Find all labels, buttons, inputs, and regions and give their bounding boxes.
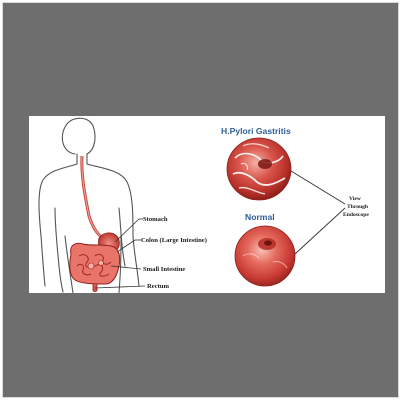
view-caption-line1: View bbox=[349, 196, 362, 202]
gastritis-endoscope-view bbox=[227, 138, 291, 200]
intestines bbox=[70, 243, 120, 291]
gastritis-title: H.Pylori Gastritis bbox=[221, 126, 291, 136]
diagram-panel: Stomach Colon (Large Intestine) Small In… bbox=[29, 116, 385, 293]
view-caption-line3: Endoscope bbox=[343, 212, 369, 218]
label-stomach: Stomach bbox=[143, 216, 168, 223]
view-caption-line2: Through bbox=[347, 204, 369, 210]
label-colon: Colon (Large Intestine) bbox=[141, 237, 207, 244]
normal-endoscope-view bbox=[235, 226, 295, 286]
esophagus bbox=[82, 156, 103, 238]
digestive-diagram: Stomach Colon (Large Intestine) Small In… bbox=[29, 116, 385, 293]
label-rectum: Rectum bbox=[147, 283, 169, 290]
label-small-intestine: Small Intestine bbox=[143, 266, 185, 273]
view-connector-lines bbox=[291, 171, 345, 254]
normal-title: Normal bbox=[245, 212, 275, 222]
